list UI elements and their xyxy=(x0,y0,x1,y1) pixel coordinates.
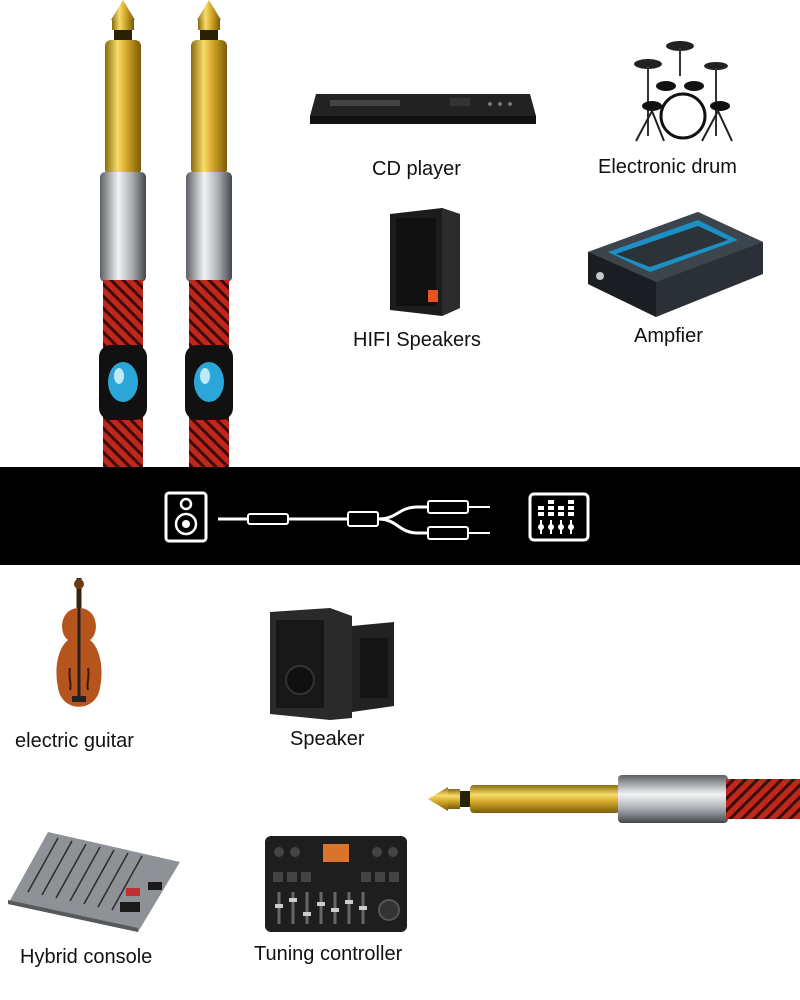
mixing-console-image xyxy=(8,832,180,932)
cable-right xyxy=(185,0,233,467)
y-splitter-cable-icon xyxy=(218,497,508,547)
connection-band xyxy=(0,467,800,565)
hifi-speaker-image xyxy=(390,208,460,316)
electronic-drum-image xyxy=(628,36,738,146)
speaker-image xyxy=(270,608,394,720)
cable-pair-image xyxy=(95,0,265,467)
equalizer-icon xyxy=(528,492,590,542)
speaker-box-icon xyxy=(164,491,208,543)
cd-player-image xyxy=(310,88,536,128)
amplifier-label: Ampfier xyxy=(634,325,703,347)
hifi-speakers-label: HIFI Speakers xyxy=(353,329,481,351)
tuning-controller-label: Tuning controller xyxy=(254,943,403,965)
cd-player-label: CD player xyxy=(372,158,461,180)
speaker-label: Speaker xyxy=(290,728,365,750)
violin-image xyxy=(50,578,108,723)
tuning-controller-image xyxy=(265,832,407,932)
electric-guitar-label: electric guitar xyxy=(15,730,134,752)
electronic-drum-label: Electronic drum xyxy=(598,156,737,178)
cable-left xyxy=(99,0,147,467)
single-plug-image xyxy=(428,773,800,825)
hybrid-console-label: Hybrid console xyxy=(20,946,153,968)
amplifier-image xyxy=(588,212,763,317)
